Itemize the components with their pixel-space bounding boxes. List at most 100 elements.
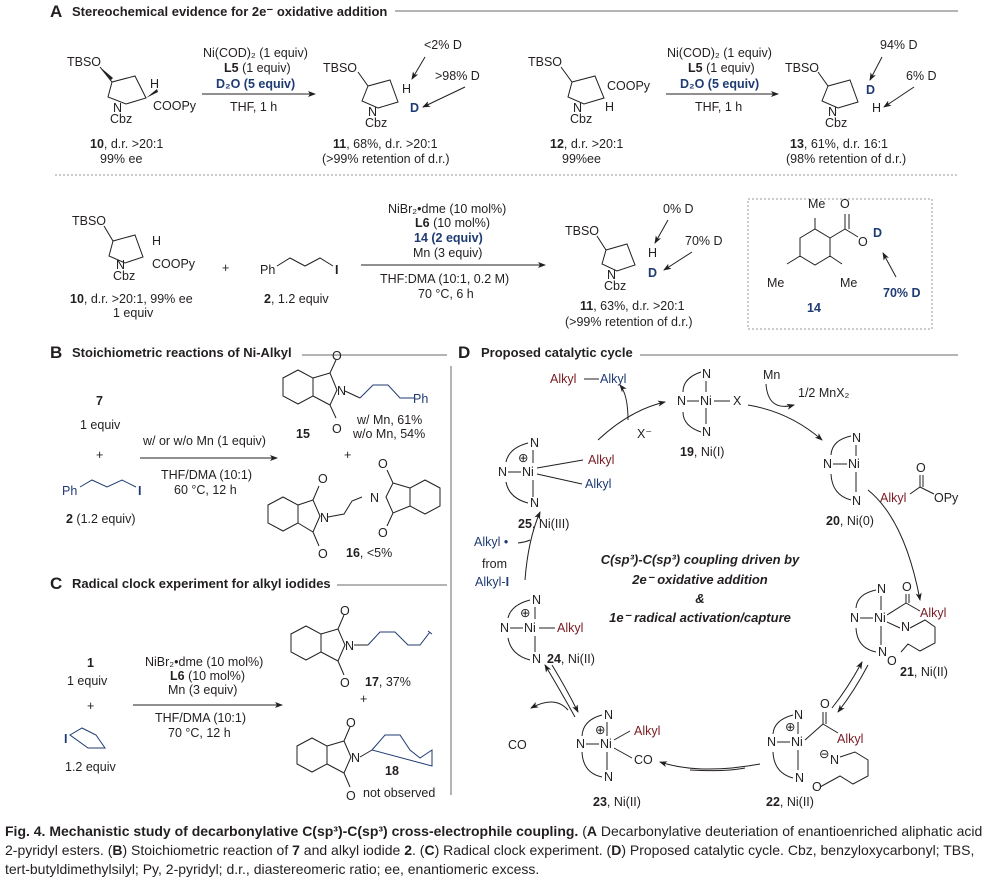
n-label: N [530, 436, 539, 450]
condition-additive: 14 (2 equiv) [414, 231, 483, 245]
tbso-label: TBSO [565, 224, 599, 238]
ni-label: Ni [848, 457, 860, 471]
ester-bonds [909, 475, 935, 495]
panel-b: B Stoichiometric reactions of Ni-Alkyl 7… [50, 343, 447, 561]
conditions-rxn3: NiBr₂•dme (10 mol%) L6 (10 mol%) 14 (2 e… [361, 202, 546, 301]
equilibrium-arrow [544, 664, 576, 718]
complex-label: 23, Ni(II) [593, 795, 641, 809]
compound-label: 18 [385, 764, 399, 778]
compound-11-b: TBSO H D N Cbz 0% D 70% D 11, 63%, d.r. … [565, 202, 723, 329]
co-loss-arrow [530, 701, 569, 711]
positive-charge: ⊕ [785, 720, 795, 734]
o-label: O [340, 676, 350, 690]
caption-text-c: ) Radical clock experiment. ( [434, 842, 612, 858]
ligand-bonds [581, 714, 633, 778]
pyrrolidine-ring [357, 71, 399, 109]
compound-13: TBSO D H N Cbz 94% D 6% D 13, 61%, d.r. … [785, 38, 937, 166]
alkyl-iodide-label: Alkyl-I [475, 575, 509, 589]
tbso-label: TBSO [785, 61, 819, 75]
reductive-elimination-arrow [619, 384, 629, 421]
annotation-arrow [883, 86, 915, 108]
n-label: N [576, 737, 585, 751]
alkyl-chain [276, 257, 334, 267]
caption-text-b2: and alkyl iodide [299, 842, 405, 858]
n-label: N [604, 770, 613, 784]
annotation-d: >98% D [435, 69, 480, 83]
condition-solvent: THF/DMA (10:1) [161, 468, 252, 482]
alkyl-chain [79, 479, 137, 488]
o-label: O [916, 461, 926, 475]
caption-tag-b: B [112, 842, 123, 858]
ligand-bonds [830, 435, 857, 501]
condition-reductant: w/ or w/o Mn (1 equiv) [142, 434, 266, 448]
n-label: N [500, 621, 509, 635]
alkyl-chain [359, 384, 415, 399]
mn-arrow [765, 383, 795, 410]
n-label: N [532, 652, 541, 666]
d-label: D [873, 226, 882, 240]
pyrrolidine-ring [817, 71, 859, 109]
condition-solvent: THF, 1 h [230, 100, 277, 114]
cbz-label: Cbz [604, 279, 626, 293]
alkyl-label: Alkyl [585, 477, 611, 491]
compound-12: TBSO COOPy H N Cbz 12, d.r. >20:1 99%ee [528, 55, 651, 166]
annotation-h: 6% D [906, 69, 937, 83]
d-label: D [866, 83, 875, 97]
o-label: O [346, 789, 356, 803]
tbso-label: TBSO [528, 55, 562, 69]
n-label: N [850, 611, 859, 625]
compound-18: N O O 18 not observed [296, 716, 435, 803]
panel-a-title: Stereochemical evidence for 2e⁻ oxidativ… [72, 4, 387, 19]
complex-24: N N Ni N ⊕ Alkyl 24, Ni(II) [500, 593, 595, 666]
alkyl-label: Alkyl [920, 606, 946, 620]
tbso-label: TBSO [72, 214, 106, 228]
plus-sign: + [87, 699, 94, 713]
equilibrium-arrow [659, 761, 761, 770]
pyrrolidine-ring [596, 235, 636, 272]
compound-label: 11, 68%, d.r. >20:1 [333, 137, 438, 151]
annotation-d: 70% D [685, 234, 723, 248]
compound-label: 2, 1.2 equiv [264, 292, 329, 306]
x-minus-label: X⁻ [637, 427, 652, 441]
plus-sign: + [360, 692, 367, 706]
n-label: N [702, 425, 711, 439]
panel-c: C Radical clock experiment for alkyl iod… [50, 574, 447, 803]
panel-c-letter: C [50, 574, 62, 593]
cycle-arrow [867, 489, 922, 601]
n-label: N [351, 751, 360, 765]
compound-label: 12, d.r. >20:1 [550, 137, 623, 151]
n-label: N [677, 394, 686, 408]
annotation-d: 94% D [880, 38, 918, 52]
equilibrium-arrow [831, 661, 863, 709]
caption-tag-a: A [586, 823, 598, 839]
pyrrolidine-ring [560, 66, 605, 105]
h-label: H [605, 100, 614, 114]
n-label: N [573, 101, 582, 115]
cyclopropylmethyl [69, 727, 106, 749]
ester-label: COOPy [152, 257, 196, 271]
equiv-label: 1 equiv [67, 674, 108, 688]
compound-15: N O O Ph w/ Mn, 61% w/o Mn, 54% 15 [282, 349, 428, 441]
wedge-bond [146, 89, 158, 98]
ni-label: Ni [700, 394, 712, 408]
equilibrium-arrow [689, 767, 746, 772]
compound-label: 11, 63%, d.r. >20:1 [580, 299, 685, 313]
alkenyl-chain [367, 630, 433, 646]
equilibrium-arrow [837, 664, 869, 713]
yield-without-mn: w/o Mn, 54% [352, 427, 425, 441]
positive-charge: ⊕ [520, 606, 530, 620]
hydroxyl-o-label: O [858, 235, 868, 249]
condition-d2o: D₂O (5 equiv) [680, 77, 759, 91]
panel-a: A Stereochemical evidence for 2e⁻ oxidat… [50, 2, 958, 330]
n-label: N [901, 620, 910, 634]
equilibrium-arrow [551, 664, 579, 713]
o-label: O [887, 654, 897, 668]
mnx2-label: 1/2 MnX₂ [798, 386, 850, 400]
equiv-label: 1.2 equiv [65, 760, 116, 774]
n-label: N [498, 465, 507, 479]
annotation-arrow [422, 86, 466, 108]
panel-c-title: Radical clock experiment for alkyl iodid… [72, 576, 331, 591]
ee-label: 99% ee [100, 152, 142, 166]
n-label: N [113, 101, 122, 115]
